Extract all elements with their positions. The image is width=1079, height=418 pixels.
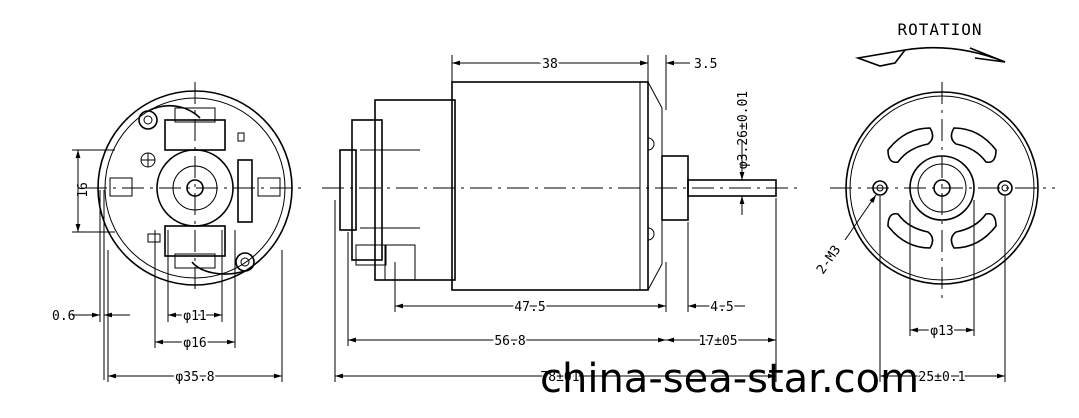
front-view: 16 0.6 φ11 φ16 φ35.8 bbox=[52, 82, 305, 387]
dim-side-45: 4.5 bbox=[710, 300, 733, 315]
vent-slot-3 bbox=[887, 212, 934, 249]
dim-front-d16: φ16 bbox=[183, 336, 206, 351]
dim-side-total: 78±01 bbox=[540, 370, 579, 385]
side-terminal-block bbox=[339, 149, 357, 231]
dim-rear-d13: φ13 bbox=[930, 324, 953, 339]
vent-slot-1 bbox=[887, 127, 934, 164]
watermark: china-sea-star.com bbox=[540, 356, 919, 402]
vent-slot-2 bbox=[950, 127, 997, 164]
rotation-arrow-head bbox=[969, 47, 1006, 63]
dim-front-height: 16 bbox=[76, 182, 91, 198]
mount-hole-right bbox=[997, 180, 1013, 196]
dim-side-shaft-dia: φ3.26±0.01 bbox=[736, 91, 751, 169]
dim-side-body: 38 bbox=[542, 57, 558, 72]
side-view: 38 3.5 φ3.26±0.01 47.5 4.5 56.8 17±05 78… bbox=[322, 55, 800, 387]
dim-front-offset: 0.6 bbox=[52, 309, 75, 324]
rotation-label: ROTATION bbox=[897, 20, 982, 39]
brush-holder-bottom bbox=[164, 225, 226, 257]
dim-rear-pitch: 25±0.1 bbox=[919, 370, 966, 385]
side-brush-block bbox=[351, 119, 383, 261]
dim-side-bearing: 3.5 bbox=[694, 57, 717, 72]
rotation-arrow-tail bbox=[854, 48, 907, 67]
terminal-bottom bbox=[235, 252, 255, 272]
side-bracket-right bbox=[237, 159, 253, 223]
side-can-body bbox=[451, 81, 649, 291]
dim-front-d11: φ11 bbox=[183, 309, 206, 324]
dim-front-d358: φ35.8 bbox=[175, 370, 214, 385]
dim-rear-screws: 2-M3 bbox=[814, 243, 844, 277]
rear-view: ROTATION 2-M3 φ13 25±0.1 bbox=[814, 20, 1055, 387]
vent-slot-4 bbox=[950, 212, 997, 249]
dim-side-shaft-len: 17±05 bbox=[698, 334, 737, 349]
dim-side-475: 47.5 bbox=[514, 300, 545, 315]
dim-side-568: 56.8 bbox=[494, 334, 525, 349]
terminal-top bbox=[138, 110, 158, 130]
